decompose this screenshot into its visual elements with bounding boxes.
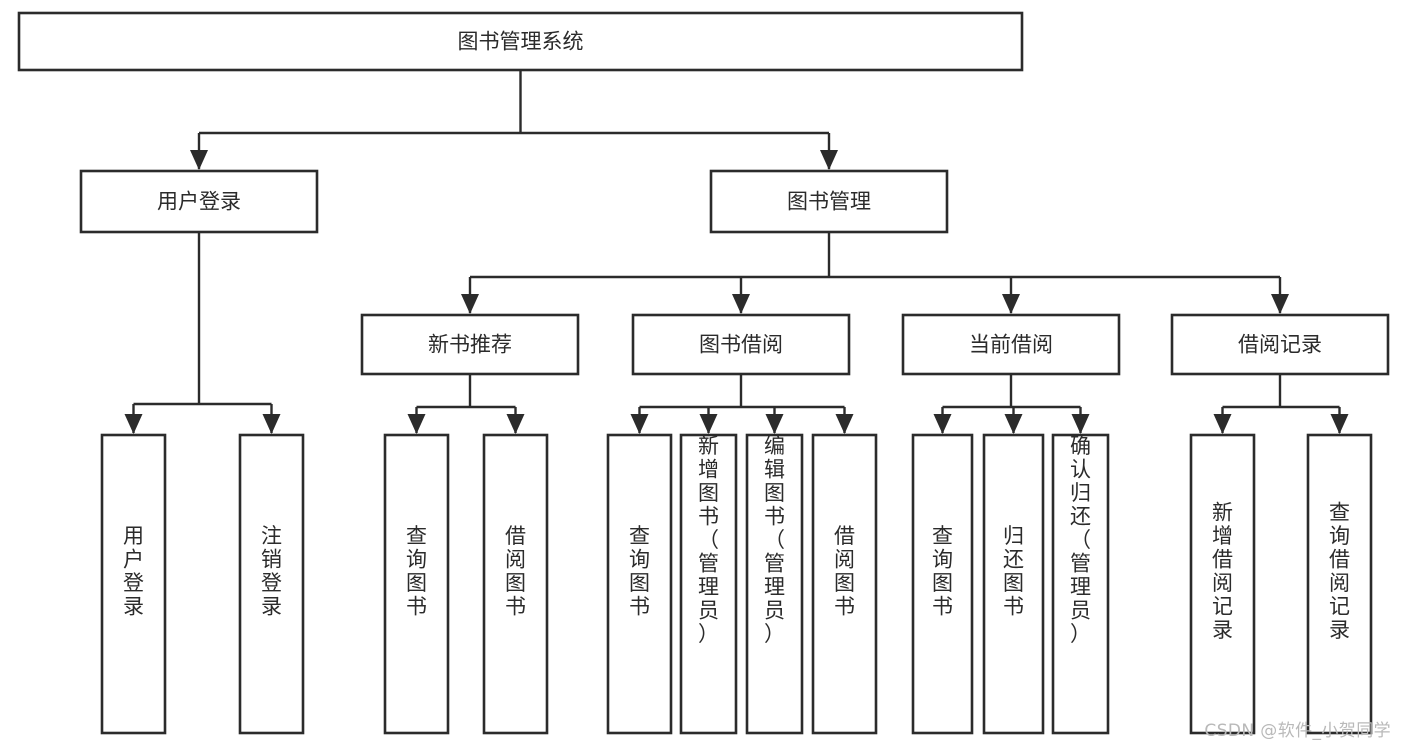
- node-label: 借阅记录: [1238, 333, 1322, 357]
- node-level2[interactable]: 用户登录: [79, 169, 319, 234]
- node-level3[interactable]: 当前借阅: [901, 313, 1121, 376]
- node-leaf[interactable]: 查询借阅记录: [1306, 433, 1373, 735]
- node-label: 用户登录: [123, 524, 144, 619]
- node-leaf[interactable]: 新增图书（管理员）: [679, 433, 738, 735]
- arrow-head: [461, 294, 479, 314]
- arrow-head: [190, 150, 208, 170]
- node-label: 用户登录: [157, 190, 241, 214]
- node-label: 查询图书: [406, 524, 427, 619]
- node-box: [745, 433, 804, 735]
- node-box: [982, 433, 1045, 735]
- arrow-head: [407, 414, 426, 434]
- node-box: [1189, 433, 1256, 735]
- node-box: [17, 11, 1024, 72]
- arrow-head: [1213, 414, 1232, 434]
- node-label: 查询图书: [932, 524, 953, 619]
- node-box: [811, 433, 878, 735]
- node-box: [1170, 313, 1390, 376]
- arrow-head: [732, 294, 750, 314]
- node-box: [1306, 433, 1373, 735]
- arrow-head: [765, 414, 784, 434]
- arrow-head: [506, 414, 525, 434]
- node-box: [709, 169, 949, 234]
- node-label: 借阅图书: [834, 524, 855, 619]
- node-box: [360, 313, 580, 376]
- node-leaf[interactable]: 确认归还（管理员）: [1051, 433, 1110, 735]
- arrow-head: [262, 414, 281, 434]
- node-label: 查询借阅记录: [1329, 501, 1350, 643]
- connector-layer: [124, 70, 1349, 434]
- arrow-head: [1004, 414, 1023, 434]
- node-leaf[interactable]: 借阅图书: [482, 433, 549, 735]
- node-leaf[interactable]: 归还图书: [982, 433, 1045, 735]
- arrow-head: [1071, 414, 1090, 434]
- node-level3[interactable]: 图书借阅: [631, 313, 851, 376]
- node-label: 图书管理系统: [458, 30, 584, 54]
- node-leaf[interactable]: 编辑图书（管理员）: [745, 433, 804, 735]
- node-box: [606, 433, 673, 735]
- node-leaf[interactable]: 查询图书: [911, 433, 974, 735]
- node-box: [911, 433, 974, 735]
- node-box: [631, 313, 851, 376]
- arrow-head: [124, 414, 143, 434]
- node-label: 编辑图书（管理员）: [764, 434, 785, 646]
- node-root[interactable]: 图书管理系统: [17, 11, 1024, 72]
- node-level2[interactable]: 图书管理: [709, 169, 949, 234]
- node-leaf[interactable]: 查询图书: [383, 433, 450, 735]
- node-leaf[interactable]: 查询图书: [606, 433, 673, 735]
- arrow-head: [933, 414, 952, 434]
- node-label: 新书推荐: [428, 333, 512, 357]
- arrow-head: [820, 150, 838, 170]
- node-leaf[interactable]: 新增借阅记录: [1189, 433, 1256, 735]
- node-leaf[interactable]: 用户登录: [100, 433, 167, 735]
- node-layer: 图书管理系统用户登录图书管理新书推荐图书借阅当前借阅借阅记录用户登录注销登录查询…: [17, 11, 1390, 735]
- node-level3[interactable]: 借阅记录: [1170, 313, 1390, 376]
- node-level3[interactable]: 新书推荐: [360, 313, 580, 376]
- arrow-head: [699, 414, 718, 434]
- node-label: 确认归还（管理员）: [1070, 434, 1091, 646]
- node-label: 新增图书（管理员）: [698, 434, 719, 646]
- node-leaf[interactable]: 借阅图书: [811, 433, 878, 735]
- arrow-head: [1271, 294, 1289, 314]
- node-label: 图书借阅: [699, 333, 783, 357]
- arrow-head: [835, 414, 854, 434]
- arrow-head: [1002, 294, 1020, 314]
- node-label: 查询图书: [629, 524, 650, 619]
- node-box: [238, 433, 305, 735]
- node-label: 注销登录: [261, 524, 282, 619]
- node-label: 当前借阅: [969, 333, 1053, 357]
- node-box: [100, 433, 167, 735]
- node-box: [679, 433, 738, 735]
- node-box: [383, 433, 450, 735]
- node-label: 图书管理: [787, 190, 871, 214]
- node-label: 借阅图书: [505, 524, 526, 619]
- node-leaf[interactable]: 注销登录: [238, 433, 305, 735]
- node-label: 新增借阅记录: [1212, 501, 1233, 643]
- node-label: 归还图书: [1003, 524, 1024, 619]
- node-box: [1051, 433, 1110, 735]
- node-box: [79, 169, 319, 234]
- csdn-watermark: CSDN @软件_小贺同学: [1204, 721, 1391, 741]
- node-box: [482, 433, 549, 735]
- arrow-head: [630, 414, 649, 434]
- node-box: [901, 313, 1121, 376]
- arrow-head: [1330, 414, 1349, 434]
